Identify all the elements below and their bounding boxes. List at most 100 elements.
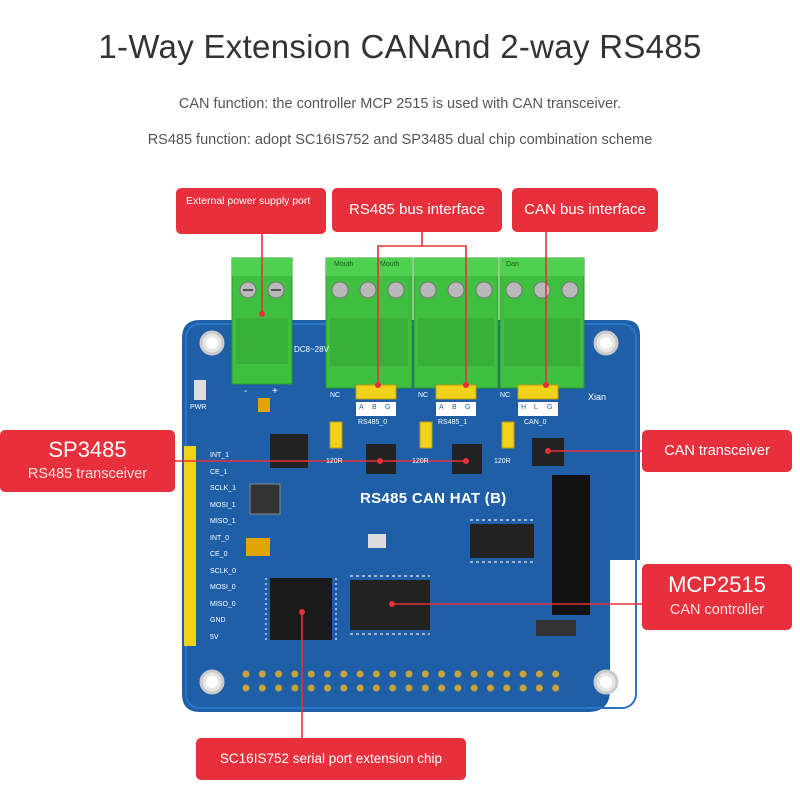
gpio-pad <box>535 670 543 678</box>
side-label: INT_0 <box>210 534 230 542</box>
gpio-header-side <box>184 446 196 646</box>
callout-power-supply: External power supply port <box>176 188 326 234</box>
subtitle-can: CAN function: the controller MCP 2515 is… <box>178 96 622 112</box>
nc-label-0: NC <box>330 392 341 399</box>
gpio-pad <box>470 684 478 692</box>
callout-can-transceiver: CAN transceiver <box>642 430 792 472</box>
gpio-pad <box>258 670 266 678</box>
gpio-pad <box>372 670 380 678</box>
gpio-pad <box>275 684 283 692</box>
gpio-pad <box>552 670 560 678</box>
callout-rs485-bus: RS485 bus interface <box>332 188 502 232</box>
side-label: CE_1 <box>210 468 228 476</box>
callout-mcp2515-title: MCP2515 <box>668 572 766 597</box>
gpio-pad <box>421 670 429 678</box>
terminal-label-2: Dan <box>506 261 519 268</box>
nc-label-1: NC <box>418 392 429 399</box>
pwr-label: PWR <box>190 404 207 411</box>
plus-label: + <box>272 386 278 397</box>
gpio-pad <box>307 670 315 678</box>
pin-b-1: B <box>452 404 457 411</box>
gpio-pad <box>324 670 331 678</box>
can-terminal <box>499 257 585 389</box>
callout-mcp2515: MCP2515 CAN controller <box>642 564 792 630</box>
chips <box>194 380 590 640</box>
rs485-1-label: RS485_1 <box>438 419 468 426</box>
side-label: SCLK_0 <box>210 567 237 575</box>
leader-lines <box>175 232 642 740</box>
side-label: CE_0 <box>210 551 228 558</box>
callout-sp3485-title: SP3485 <box>48 437 127 462</box>
title-part-1: 1-Way Extension CAN <box>98 28 432 65</box>
side-label: MISO_1 <box>210 518 236 525</box>
r120-label-0: 120R <box>326 458 343 465</box>
gpio-pad <box>372 684 380 692</box>
gpio-pad <box>519 684 527 692</box>
gpio-pads <box>242 670 560 692</box>
gpio-pad <box>340 684 348 692</box>
callout-can-bus: CAN bus interface <box>512 188 658 232</box>
pin-g-can: G <box>547 404 553 411</box>
gpio-pad <box>438 684 446 692</box>
terminal-label-0: Mouth <box>334 261 354 268</box>
pin-b-0: B <box>372 404 377 411</box>
pin-label-boxes <box>356 402 558 416</box>
gpio-pad <box>421 684 429 692</box>
pin-h: H <box>521 404 527 411</box>
pin-a-0: A <box>359 404 364 411</box>
gpio-pad <box>503 670 511 678</box>
chip-pins <box>265 519 534 640</box>
rs485-terminal-0 <box>325 257 413 389</box>
gpio-pad <box>307 684 315 692</box>
gpio-pad <box>324 684 331 692</box>
can-0-label: CAN_0 <box>524 419 547 426</box>
gpio-pad <box>291 670 299 678</box>
pin-l: L <box>534 404 538 411</box>
side-label: INT_1 <box>210 452 230 459</box>
callout-sc16is752: SC16IS752 serial port extension chip <box>196 738 466 780</box>
callout-sp3485-sub: RS485 transceiver <box>27 466 148 482</box>
side-label: MOSI_0 <box>210 584 236 591</box>
gpio-pad <box>389 670 397 678</box>
gpio-pad <box>389 684 397 692</box>
nc-label-2: NC <box>500 392 511 399</box>
gpio-pad <box>438 670 446 678</box>
gpio-pad <box>487 684 494 692</box>
gpio-pad <box>340 670 348 678</box>
gpio-pad <box>519 670 527 678</box>
rs485-0-label: RS485_0 <box>358 419 388 426</box>
gpio-pad <box>487 670 494 678</box>
pin-a-1: A <box>439 404 444 411</box>
side-label: MISO_0 <box>210 600 236 608</box>
side-label: MOSI_1 <box>210 501 236 509</box>
gpio-pad <box>470 670 478 678</box>
xtal-label: Xian <box>588 392 607 402</box>
title-part-2: And 2-way RS485 <box>431 28 702 65</box>
page-title: 1-Way Extension CANAnd 2-way RS485 <box>0 28 800 66</box>
gpio-pad <box>242 684 250 692</box>
gpio-pad <box>275 670 283 678</box>
gpio-pad <box>454 684 462 692</box>
r120-label-2: 120R <box>494 458 511 465</box>
gpio-pad <box>552 684 560 692</box>
side-label: 5V <box>210 633 219 641</box>
gpio-pad <box>242 670 250 678</box>
gpio-pad <box>405 684 413 692</box>
side-label: SCLK_1 <box>210 485 237 492</box>
side-label: GND <box>210 617 226 624</box>
rs485-terminal-1 <box>413 257 499 389</box>
minus-label: - <box>244 386 248 397</box>
r120-label-1: 120R <box>412 458 429 465</box>
pin-g-0: G <box>385 404 391 411</box>
callout-sp3485: SP3485 RS485 transceiver <box>0 430 175 492</box>
leader-dots <box>259 311 551 615</box>
pin-g-1: G <box>465 404 471 411</box>
gpio-pad <box>291 684 299 692</box>
subtitle-rs485: RS485 function: adopt SC16IS752 and SP34… <box>147 132 653 148</box>
board-name: RS485 CAN HAT (B) <box>360 490 507 507</box>
gpio-pad <box>356 670 364 678</box>
gpio-pad <box>356 684 364 692</box>
gpio-pad <box>258 684 266 692</box>
terminal-label-1: Mouth <box>380 261 400 268</box>
